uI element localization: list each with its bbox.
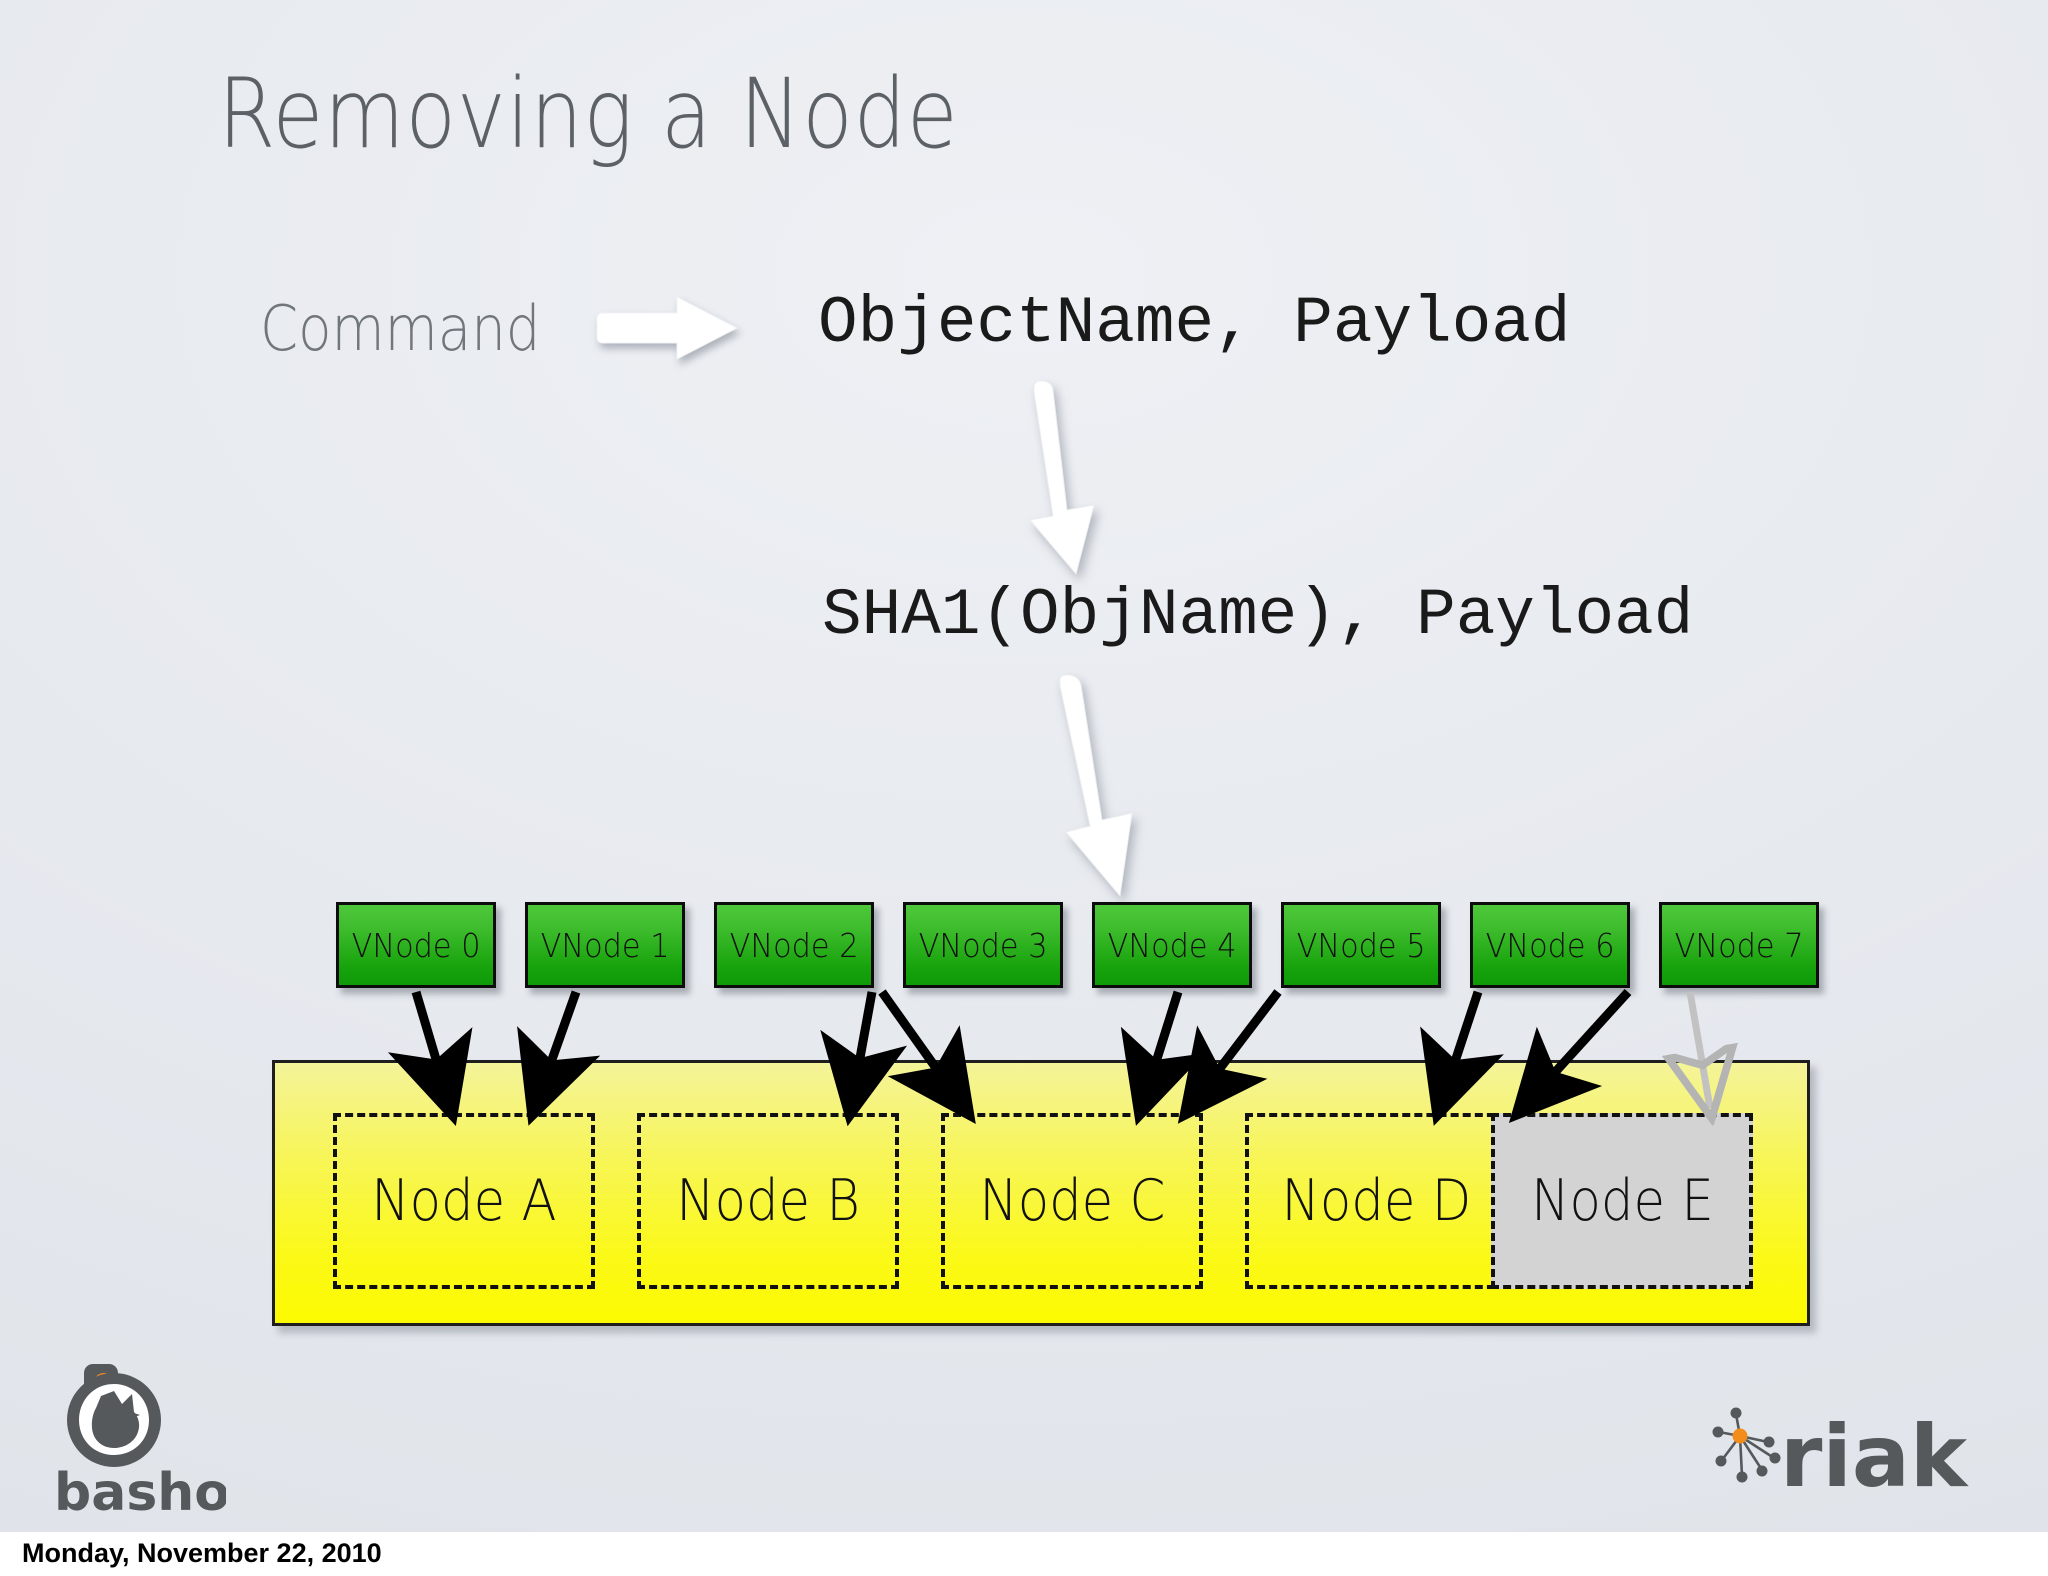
command-flow-row: Command [260, 288, 777, 368]
slide-footer: Monday, November 22, 2010 [0, 1532, 2048, 1576]
page-title: Removing a Node [218, 58, 959, 170]
node-box-e[interactable]: Node E [1491, 1113, 1753, 1289]
footer-date: Monday, November 22, 2010 [22, 1538, 382, 1568]
vnode-row: VNode 0 VNode 1 VNode 2 VNode 3 VNode 4 … [336, 902, 1819, 990]
vnode-box-7[interactable]: VNode 7 [1659, 902, 1819, 988]
vnode-box-2[interactable]: VNode 2 [714, 902, 874, 988]
basho-mascot-icon [67, 1364, 161, 1467]
node-box-a[interactable]: Node A [333, 1113, 595, 1289]
basho-logo: basho [46, 1362, 230, 1523]
vnode-box-1[interactable]: VNode 1 [525, 902, 685, 988]
vnode-label: VNode 3 [918, 925, 1048, 965]
object-name-payload-text: ObjectName, Payload [818, 286, 1571, 361]
sha1-payload-text: SHA1(ObjName), Payload [822, 578, 1694, 653]
arrow-right-icon [593, 293, 741, 363]
cluster-container: Node A Node B Node C Node D Node E [272, 1060, 1810, 1326]
vnode-box-4[interactable]: VNode 4 [1092, 902, 1252, 988]
vnode-label: VNode 2 [729, 925, 859, 965]
riak-nodes-icon [1712, 1407, 1781, 1483]
vnode-label: VNode 1 [540, 925, 670, 965]
vnode-label: VNode 4 [1107, 925, 1237, 965]
vnode-label: VNode 5 [1296, 925, 1426, 965]
arrow-down-icon [1050, 672, 1180, 902]
arrow-down-icon [1020, 378, 1130, 578]
node-label: Node C [978, 1168, 1166, 1234]
riak-wordmark: riak [1780, 1407, 1969, 1507]
node-label: Node A [371, 1168, 557, 1234]
vnode-label: VNode 7 [1674, 925, 1804, 965]
vnode-box-3[interactable]: VNode 3 [903, 902, 1063, 988]
slide-canvas: Removing a Node Command ObjectName, Payl… [0, 0, 2048, 1532]
riak-logo: riak [1712, 1398, 2012, 1514]
command-label: Command [260, 291, 541, 365]
vnode-box-0[interactable]: VNode 0 [336, 902, 496, 988]
node-box-d[interactable]: Node D [1245, 1113, 1507, 1289]
vnode-box-6[interactable]: VNode 6 [1470, 902, 1630, 988]
node-box-c[interactable]: Node C [941, 1113, 1203, 1289]
node-label: Node B [676, 1168, 860, 1234]
vnode-label: VNode 6 [1485, 925, 1615, 965]
vnode-label: VNode 0 [351, 925, 481, 965]
node-label: Node E [1530, 1168, 1714, 1234]
node-box-b[interactable]: Node B [637, 1113, 899, 1289]
vnode-box-5[interactable]: VNode 5 [1281, 902, 1441, 988]
node-label: Node D [1281, 1168, 1471, 1234]
basho-wordmark: basho [54, 1463, 226, 1522]
